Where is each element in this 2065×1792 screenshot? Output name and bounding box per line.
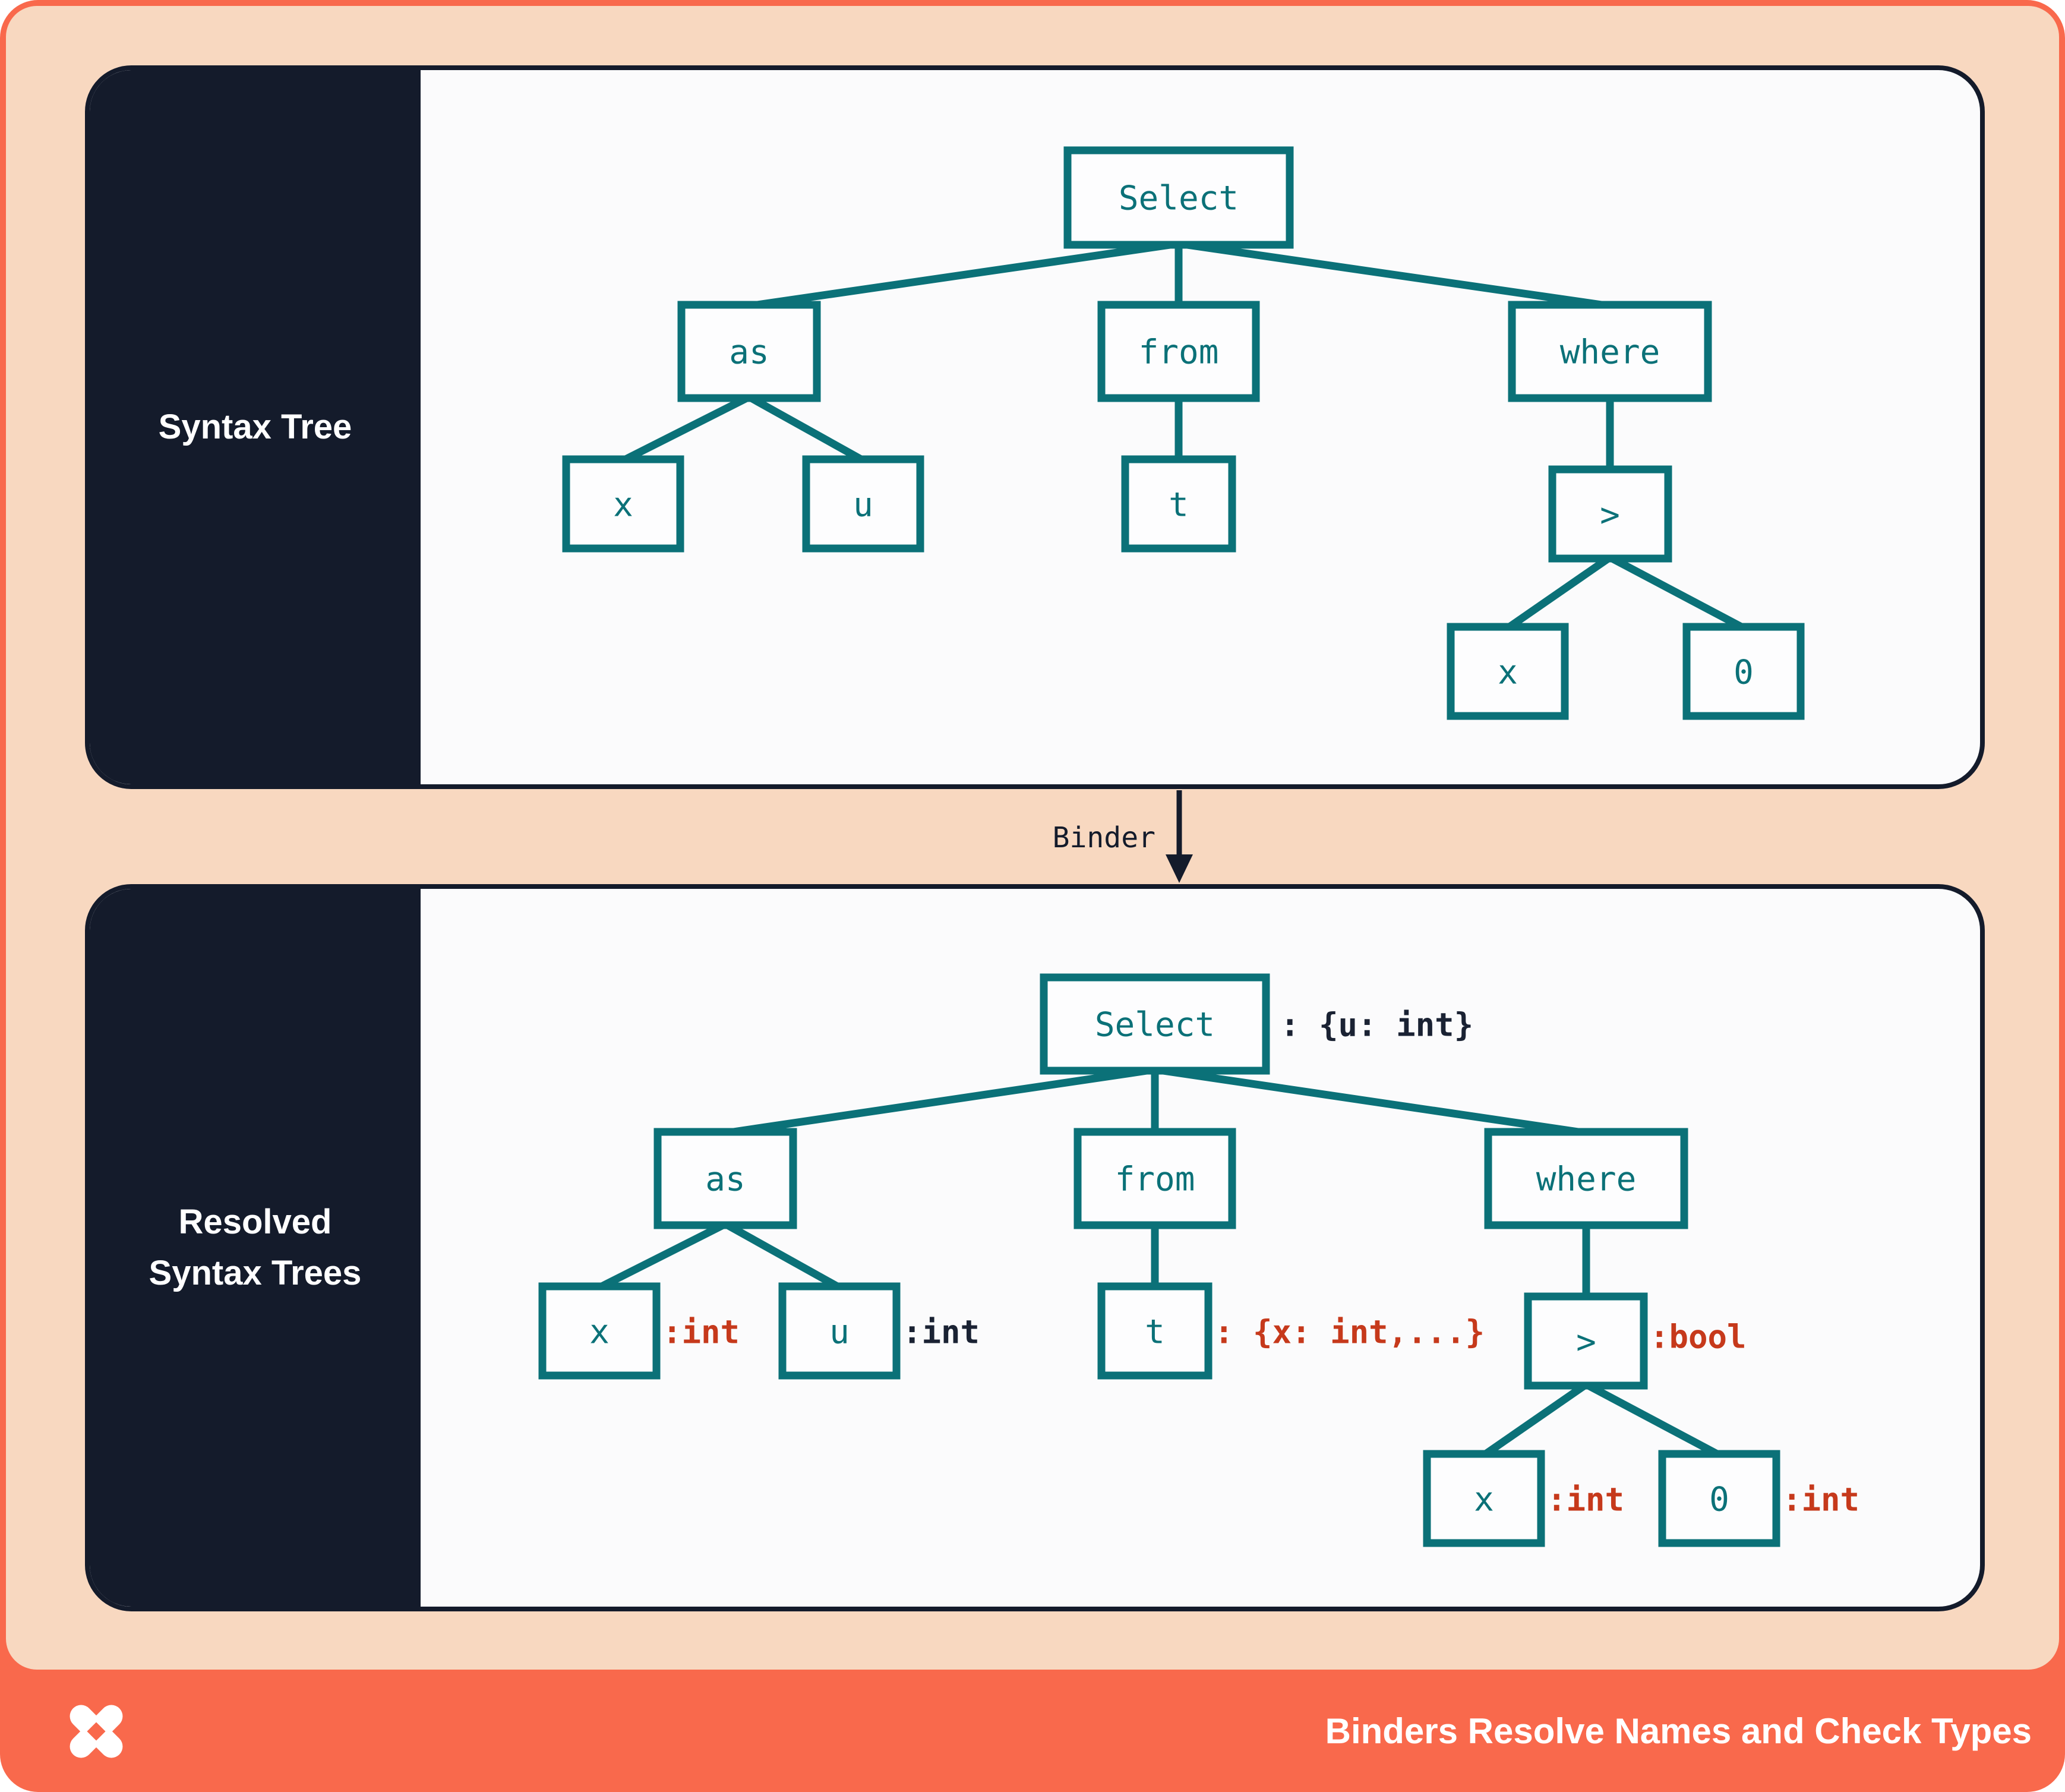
binder-transition: Binder — [1053, 790, 1193, 883]
bottom-node-u1-label: u — [829, 1313, 850, 1352]
bottom-node-where-label: where — [1536, 1160, 1637, 1199]
bottom-t-type-annotation: : {x: int,...} — [1214, 1314, 1485, 1351]
bottom-node-from-label: from — [1115, 1160, 1195, 1199]
bottom-node-t-label: t — [1145, 1313, 1165, 1352]
bottom-node-x2: x :int — [1423, 1450, 1624, 1547]
bottom-node-zero-label: 0 — [1709, 1481, 1729, 1519]
top-node-from: from — [1097, 301, 1260, 402]
top-node-from-label: from — [1139, 333, 1219, 372]
top-node-select: Select — [1063, 146, 1294, 249]
syntax-tree-panel: Syntax Tree — [85, 65, 1985, 789]
bottom-node-select-label: Select — [1095, 1006, 1215, 1045]
top-node-zero: 0 — [1682, 623, 1805, 720]
bottom-node-x1-label: x — [589, 1313, 610, 1352]
bottom-u1-type-annotation: :int — [902, 1314, 980, 1351]
top-tree-edges — [621, 239, 1746, 632]
top-node-x2: x — [1447, 623, 1569, 720]
bottom-node-as: as — [653, 1128, 797, 1229]
bottom-node-gt-label: > — [1576, 1323, 1596, 1362]
footer-bar: Binders Resolve Names and Check Types — [0, 1670, 2065, 1792]
top-node-where: where — [1508, 301, 1712, 402]
bottom-tree-edges — [598, 1065, 1722, 1459]
top-node-as-label: as — [729, 333, 769, 372]
bottom-node-gt: > :bool — [1524, 1292, 1747, 1390]
top-node-u1: u — [802, 455, 924, 553]
bottom-x1-type-annotation: :int — [662, 1314, 740, 1351]
bottom-node-where: where — [1484, 1128, 1688, 1229]
top-node-x2-label: x — [1498, 654, 1518, 692]
slide-title: Binders Resolve Names and Check Types — [1325, 1711, 2032, 1751]
top-node-gt: > — [1548, 465, 1672, 563]
bottom-node-x1: x :int — [538, 1282, 740, 1380]
top-node-gt-label: > — [1600, 496, 1620, 535]
resolved-syntax-trees-sidebar: Resolved Syntax Trees — [90, 889, 421, 1607]
bottom-node-as-label: as — [705, 1160, 745, 1199]
top-node-t-label: t — [1169, 486, 1189, 525]
bottom-gt-type-annotation: :bool — [1650, 1318, 1747, 1356]
top-node-x1-label: x — [613, 486, 633, 525]
top-node-as: as — [677, 301, 821, 402]
top-node-t: t — [1121, 455, 1236, 553]
bottom-zero-type-annotation: :int — [1782, 1481, 1859, 1519]
bottom-node-t: t : {x: int,...} — [1097, 1282, 1485, 1380]
syntax-tree-sidebar: Syntax Tree — [90, 70, 421, 784]
bottom-node-zero: 0 :int — [1658, 1450, 1859, 1547]
resolved-sidebar-label-line1: Resolved — [178, 1203, 332, 1241]
bottom-node-x2-label: x — [1474, 1481, 1494, 1519]
binder-label: Binder — [1053, 821, 1155, 854]
top-node-select-label: Select — [1119, 179, 1239, 218]
bottom-x2-type-annotation: :int — [1547, 1481, 1624, 1519]
bottom-node-from: from — [1073, 1128, 1236, 1229]
bottom-node-u1: u :int — [778, 1282, 980, 1380]
top-node-x1: x — [562, 455, 684, 553]
top-node-u1-label: u — [853, 486, 873, 525]
bottom-node-select: Select : {u: int} — [1040, 973, 1473, 1075]
bottom-select-type-annotation: : {u: int} — [1280, 1007, 1473, 1044]
resolved-sidebar-label-line2: Syntax Trees — [149, 1254, 362, 1292]
top-node-zero-label: 0 — [1734, 654, 1754, 692]
top-node-where-label: where — [1560, 333, 1660, 372]
binder-arrow-head — [1166, 854, 1193, 883]
syntax-tree-sidebar-label: Syntax Tree — [158, 408, 352, 446]
resolved-syntax-trees-panel: Resolved Syntax Trees — [85, 884, 1985, 1611]
